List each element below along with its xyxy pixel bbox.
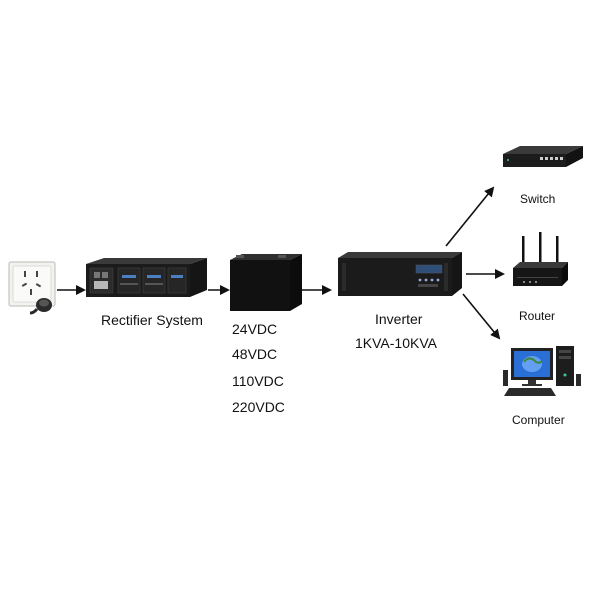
voltage-label-110: 110VDC [232, 373, 284, 389]
rectifier-label: Rectifier System [101, 312, 203, 328]
wifi-router-icon [513, 232, 568, 286]
inverter-unit-icon [338, 252, 462, 296]
battery-icon [230, 254, 302, 311]
inverter-range-label: 1KVA-10KVA [355, 335, 437, 351]
inverter-label: Inverter [375, 311, 423, 327]
voltage-label-220: 220VDC [232, 399, 285, 415]
wall-socket-icon [8, 261, 56, 315]
rectifier-unit-icon [86, 258, 207, 297]
router-label: Router [519, 309, 556, 323]
arrow-inverter-to-computer [462, 293, 501, 340]
network-switch-icon [503, 146, 583, 167]
arrow-inverter-to-switch [445, 186, 495, 247]
voltage-label-24: 24VDC [232, 321, 278, 337]
voltage-label-48: 48VDC [232, 346, 278, 362]
computer-label: Computer [512, 413, 565, 427]
desktop-computer-icon [503, 346, 581, 396]
switch-label: Switch [520, 192, 556, 206]
